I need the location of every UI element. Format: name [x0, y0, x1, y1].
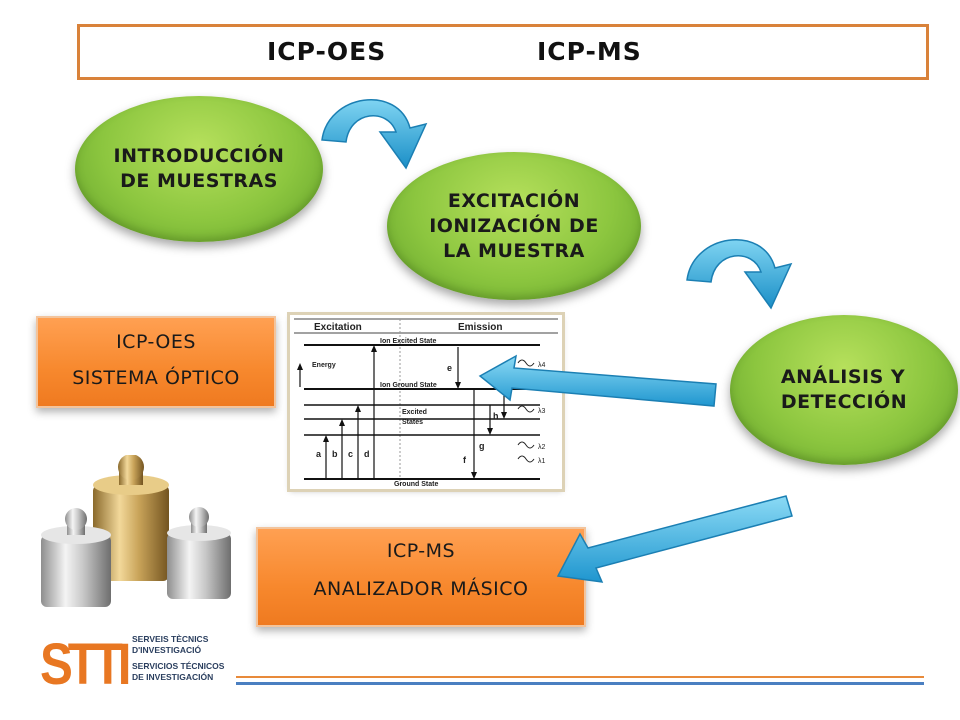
step-sample-introduction: INTRODUCCIÓN DE MUESTRAS — [75, 96, 323, 242]
logo-line-4: DE INVESTIGACIÓN — [132, 671, 213, 682]
mass-analyzer-label: ANALIZADOR MÁSICO — [313, 578, 529, 600]
label-b: b — [332, 449, 338, 459]
step-analysis-detection-label: ANÁLISIS Y DETECCIÓN — [780, 366, 908, 413]
curved-arrow-1-icon — [321, 99, 428, 170]
label-e: e — [447, 363, 452, 373]
label-g: g — [479, 441, 485, 451]
step-analysis-detection: ANÁLISIS Y DETECCIÓN — [730, 315, 958, 465]
excited-states-text-1: Excited — [402, 409, 427, 416]
curved-arrow-2-icon — [686, 239, 793, 310]
arrow-to-optical-icon — [478, 354, 717, 407]
label-a: a — [316, 449, 322, 459]
label-lambda-4: λ4 — [538, 362, 546, 369]
stti-logo: STTI SERVEIS TÈCNICS D'INVESTIGACIÓ SERV… — [40, 626, 230, 697]
excited-states-text-2: States — [402, 419, 423, 426]
label-lambda-2: λ2 — [538, 444, 546, 451]
title-bar: ICP-OES ICP-MS — [77, 24, 929, 80]
energy-text: Energy — [312, 362, 336, 369]
step-sample-introduction-label: INTRODUCCIÓN DE MUESTRAS — [113, 145, 285, 192]
icp-oes-label: ICP-OES — [116, 331, 196, 353]
calibration-weights-icon — [41, 455, 231, 607]
stti-mark: STTI — [40, 632, 129, 692]
icp-ms-mass-analyzer-box: ICP-MS ANALIZADOR MÁSICO — [256, 527, 586, 627]
icp-ms-label: ICP-MS — [386, 540, 456, 562]
ion-ground-text: Ion Ground State — [380, 382, 437, 389]
label-f: f — [463, 455, 467, 465]
title-icp-oes: ICP-OES — [267, 37, 387, 66]
ion-excited-text: Ion Excited State — [380, 338, 437, 345]
col-excitation-text: Excitation — [314, 322, 362, 333]
label-h: h — [493, 411, 499, 421]
ground-state-text: Ground State — [394, 481, 438, 488]
optical-system-label: SISTEMA ÓPTICO — [72, 367, 240, 389]
step-excitation-ionization: EXCITACIÓN IONIZACIÓN DE LA MUESTRA — [387, 152, 641, 300]
icp-oes-optical-system-box: ICP-OES SISTEMA ÓPTICO — [36, 316, 276, 408]
label-lambda-1: λ1 — [538, 458, 546, 465]
title-icp-ms: ICP-MS — [537, 37, 642, 66]
energy-level-diagram: Excitation Emission Ion Excited State En… — [290, 315, 562, 489]
label-d: d — [364, 449, 370, 459]
footer-line-blue — [236, 682, 924, 685]
footer-line-orange — [236, 676, 924, 678]
col-emission-text: Emission — [458, 322, 502, 333]
arrow-to-mass-analyzer-icon — [556, 495, 793, 583]
label-lambda-3: λ3 — [538, 408, 546, 415]
logo-line-1: SERVEIS TÈCNICS — [132, 634, 209, 644]
stti-logo-svg: STTI SERVEIS TÈCNICS D'INVESTIGACIÓ SERV… — [40, 632, 225, 697]
step-excitation-ionization-label: EXCITACIÓN IONIZACIÓN DE LA MUESTRA — [429, 189, 599, 262]
label-c: c — [348, 449, 353, 459]
logo-line-3: SERVICIOS TÉCNICOS — [132, 661, 225, 671]
logo-line-2: D'INVESTIGACIÓ — [132, 644, 201, 655]
energy-diagram-svg: Excitation Emission Ion Excited State En… — [294, 318, 558, 488]
